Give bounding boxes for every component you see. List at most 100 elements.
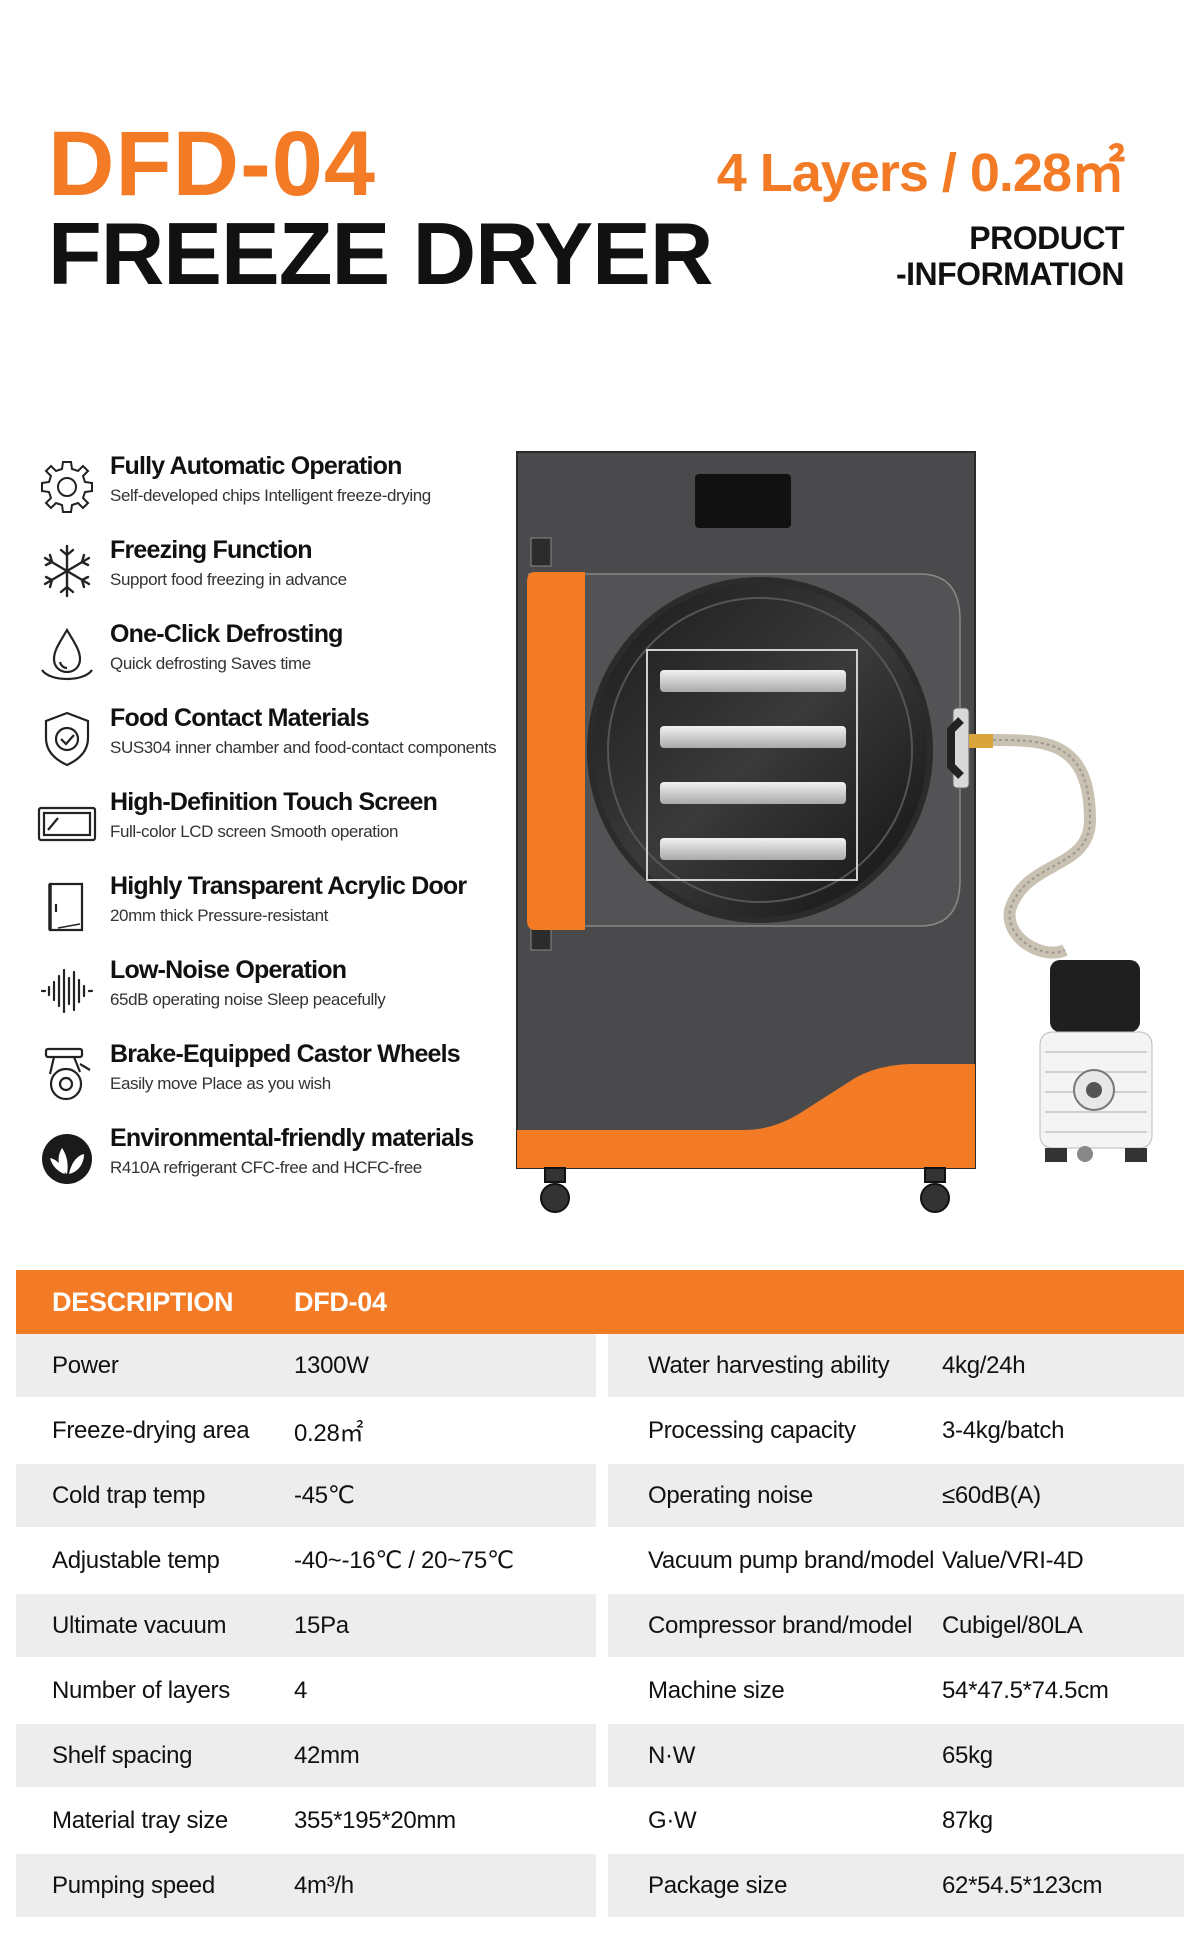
feature-low-noise: Low-Noise Operation 65dB operating noise… — [36, 956, 506, 1028]
table-row: Shelf spacing 42mm N·W 65kg — [16, 1723, 1184, 1789]
spec-key: Vacuum pump brand/model — [608, 1528, 942, 1594]
spec-key: Shelf spacing — [16, 1723, 294, 1789]
spec-value: -40~-16℃ / 20~75℃ — [294, 1528, 596, 1594]
feature-title: One-Click Defrosting — [110, 620, 343, 648]
table-row: Pumping speed 4m³/h Package size 62*54.5… — [16, 1853, 1184, 1919]
feature-title: Low-Noise Operation — [110, 956, 347, 984]
sound-wave-icon — [36, 960, 98, 1022]
spec-value: 62*54.5*123cm — [942, 1853, 1184, 1919]
spec-value: ≤60dB(A) — [942, 1463, 1184, 1529]
spec-key: Ultimate vacuum — [16, 1593, 294, 1659]
spec-key: Package size — [608, 1853, 942, 1919]
vacuum-hose — [992, 734, 1097, 959]
vacuum-pump — [1039, 960, 1153, 1162]
spec-key: Material tray size — [16, 1788, 294, 1854]
feature-title: Freezing Function — [110, 536, 312, 564]
feature-title: Brake-Equipped Castor Wheels — [110, 1040, 461, 1068]
tray-rack — [646, 649, 858, 881]
feature-castor-wheels: Brake-Equipped Castor Wheels Easily move… — [36, 1040, 506, 1112]
trays — [660, 670, 846, 860]
spec-value: 355*195*20mm — [294, 1788, 596, 1854]
feature-desc: Support food freezing in advance — [110, 570, 347, 589]
spec-value: 42mm — [294, 1723, 596, 1789]
feature-desc: Quick defrosting Saves time — [110, 654, 311, 673]
table-row: Ultimate vacuum 15Pa Compressor brand/mo… — [16, 1593, 1184, 1659]
shield-check-icon — [36, 708, 98, 770]
spec-key: N·W — [608, 1723, 942, 1789]
feature-desc: Full-color LCD screen Smooth operation — [110, 822, 399, 841]
spec-value: 1300W — [294, 1334, 596, 1399]
feature-touch-screen: High-Definition Touch Screen Full-color … — [36, 788, 506, 860]
feature-freezing: Freezing Function Support food freezing … — [36, 536, 506, 608]
spec-value: Cubigel/80LA — [942, 1593, 1184, 1659]
spec-value: 0.28㎡ — [294, 1398, 596, 1464]
feature-defrosting: One-Click Defrosting Quick defrosting Sa… — [36, 620, 506, 692]
spec-key: Compressor brand/model — [608, 1593, 942, 1659]
feature-acrylic-door: Highly Transparent Acrylic Door 20mm thi… — [36, 872, 506, 944]
feature-desc: 65dB operating noise Sleep peacefully — [110, 990, 386, 1009]
castor-wheels — [540, 1167, 950, 1213]
hose-connector — [969, 734, 993, 748]
table-header-row: DESCRIPTION DFD-04 — [16, 1270, 1184, 1334]
feature-desc: Easily move Place as you wish — [110, 1074, 331, 1093]
castor-wheel-icon — [36, 1044, 98, 1106]
spec-key: Machine size — [608, 1658, 942, 1724]
info-line-2: -INFORMATION — [895, 256, 1125, 292]
model-title: DFD-04 — [48, 113, 377, 215]
spec-key: Processing capacity — [608, 1398, 942, 1464]
lcd-screen — [695, 474, 791, 528]
feature-desc: 20mm thick Pressure-resistant — [110, 906, 328, 925]
freeze-dryer-illustration — [516, 451, 1153, 1213]
spec-value: 3-4kg/batch — [942, 1398, 1184, 1464]
spec-key: Pumping speed — [16, 1853, 294, 1919]
spec-value: 4m³/h — [294, 1853, 596, 1919]
spec-value: 15Pa — [294, 1593, 596, 1659]
feature-eco-materials: Environmental-friendly materials R410A r… — [36, 1124, 506, 1196]
gear-icon — [36, 456, 98, 518]
table-row: Number of layers 4 Machine size 54*47.5*… — [16, 1658, 1184, 1724]
spec-value: Value/VRI-4D — [942, 1528, 1184, 1594]
feature-desc: SUS304 inner chamber and food-contact co… — [110, 738, 497, 757]
hinge-top — [530, 537, 552, 567]
vacuum-chamber — [587, 577, 933, 923]
feature-title: Fully Automatic Operation — [110, 452, 402, 480]
feature-title: High-Definition Touch Screen — [110, 788, 438, 816]
spec-key: Water harvesting ability — [608, 1334, 942, 1399]
spec-value: 4 — [294, 1658, 596, 1724]
feature-desc: R410A refrigerant CFC-free and HCFC-free — [110, 1158, 422, 1177]
info-line-1: PRODUCT — [969, 220, 1124, 256]
spec-value: -45℃ — [294, 1463, 596, 1529]
feature-title: Environmental-friendly materials — [110, 1124, 474, 1152]
spec-key: Number of layers — [16, 1658, 294, 1724]
snowflake-icon — [36, 540, 98, 602]
table-row: Material tray size 355*195*20mm G·W 87kg — [16, 1788, 1184, 1854]
spec-value: 54*47.5*74.5cm — [942, 1658, 1184, 1724]
table-row: Adjustable temp -40~-16℃ / 20~75℃ Vacuum… — [16, 1528, 1184, 1594]
screen-icon — [36, 792, 98, 854]
product-information-label: PRODUCT -INFORMATION — [895, 220, 1125, 292]
table-row: Freeze-drying area 0.28㎡ Processing capa… — [16, 1398, 1184, 1464]
feature-automatic: Fully Automatic Operation Self-developed… — [36, 452, 506, 524]
door-orange-strip — [527, 572, 585, 930]
specification-table: DESCRIPTION DFD-04 Power 1300W Water har… — [16, 1270, 1184, 1919]
spec-key: Operating noise — [608, 1463, 942, 1529]
spec-value: 87kg — [942, 1788, 1184, 1854]
spec-value: 4kg/24h — [942, 1334, 1184, 1399]
table-row: Cold trap temp -45℃ Operating noise ≤60d… — [16, 1463, 1184, 1529]
feature-title: Highly Transparent Acrylic Door — [110, 872, 467, 900]
leaf-icon — [36, 1128, 98, 1190]
spec-key: G·W — [608, 1788, 942, 1854]
feature-title: Food Contact Materials — [110, 704, 370, 732]
spec-value: 65kg — [942, 1723, 1184, 1789]
spec-key: Adjustable temp — [16, 1528, 294, 1594]
door-icon — [36, 876, 98, 938]
water-drop-icon — [36, 624, 98, 686]
product-title: FREEZE DRYER — [48, 204, 713, 303]
layers-area-label: 4 Layers / 0.28㎡ — [716, 143, 1125, 203]
table-row: Power 1300W Water harvesting ability 4kg… — [16, 1334, 1184, 1399]
header-description: DESCRIPTION — [16, 1270, 294, 1334]
feature-desc: Self-developed chips Intelligent freeze-… — [110, 486, 431, 505]
feature-food-contact: Food Contact Materials SUS304 inner cham… — [36, 704, 506, 776]
cabinet-orange-base — [517, 1064, 975, 1168]
spec-key: Cold trap temp — [16, 1463, 294, 1529]
